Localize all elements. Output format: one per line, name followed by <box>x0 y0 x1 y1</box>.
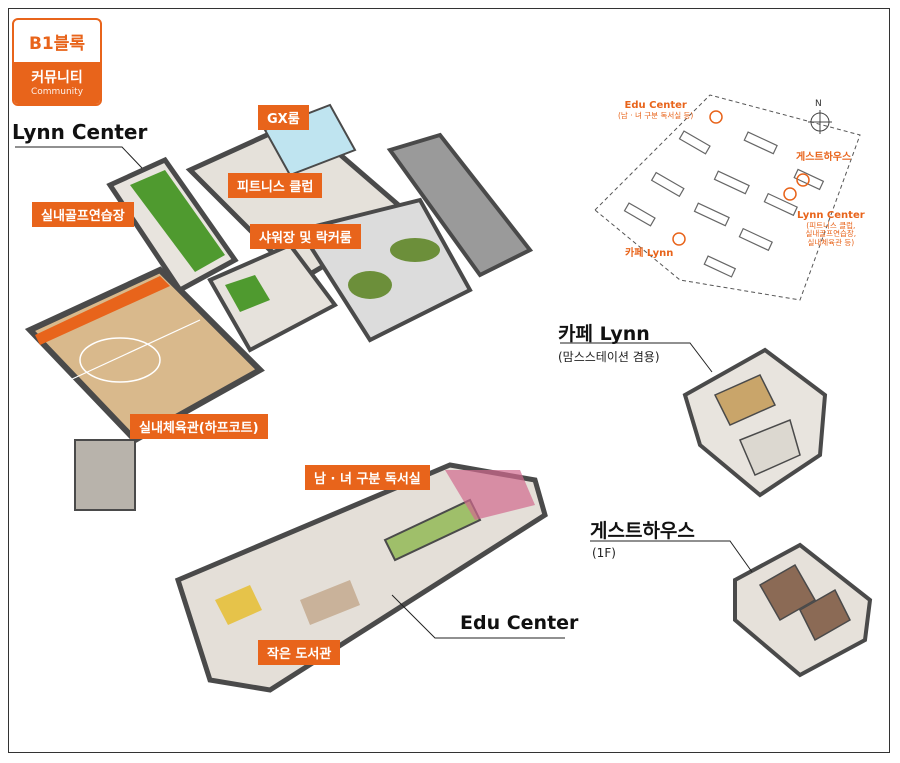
indoor-golf-label: 실내골프연습장 <box>32 202 134 227</box>
edu-center-title: Edu Center <box>460 612 579 634</box>
map-guesthouse-label: 게스트하우스 <box>796 152 852 163</box>
guesthouse-subtitle: (1F) <box>592 546 616 560</box>
map-lynn-center-note-3: 실내체육관 등) <box>807 237 855 247</box>
map-lynn-center: Lynn Center (피트니스 클럽, 실내골프연습장, 실내체육관 등) <box>797 210 865 247</box>
small-library-label: 작은 도서관 <box>258 640 341 665</box>
site-map <box>594 94 861 301</box>
guesthouse-building <box>733 542 873 678</box>
guesthouse-title: 게스트하우스 <box>590 520 695 542</box>
court-key <box>79 337 161 383</box>
badge-subtitle: Community <box>30 87 84 97</box>
study-room-pink <box>445 470 535 520</box>
map-lynn-center-note-2: 실내골프연습장, <box>805 229 857 239</box>
map-edu-center-note: (남 · 녀 구분 독서실 등) <box>618 110 694 120</box>
lynn-center-title: Lynn Center <box>12 120 148 144</box>
fitness-club-label: 피트니스 클럽 <box>228 173 323 198</box>
study-room-label: 남 · 녀 구분 독서실 <box>305 465 430 490</box>
study-desks <box>383 498 482 562</box>
badge-bottom: 커뮤니티 Community <box>14 62 100 104</box>
lounge-planter-2 <box>390 238 440 262</box>
map-cafe-label: 카페 Lynn <box>625 248 674 259</box>
edu-center-building <box>174 462 548 693</box>
lynn-center-building <box>24 103 534 511</box>
gym-wall-orange <box>35 276 170 345</box>
golf-green <box>130 170 225 272</box>
badge-title: 커뮤니티 <box>31 70 83 86</box>
lounge-planter-1 <box>348 271 392 299</box>
block-badge: B1블록 커뮤니티 Community <box>12 18 102 106</box>
map-lynn-center-label: Lynn Center <box>797 210 865 221</box>
indoor-gym-label: 실내체육관(하프코트) <box>130 414 268 439</box>
map-edu-center-label: Edu Center <box>624 100 687 111</box>
block-label: B1블록 <box>28 33 86 54</box>
gx-room-label: GX룸 <box>258 105 309 130</box>
shower-locker-label: 샤워장 및 락커룸 <box>250 224 361 249</box>
site-boundary <box>594 94 861 301</box>
cafe-lynn-subtitle: (맘스스테이션 겸용) <box>558 350 660 364</box>
map-edu-center: Edu Center (남 · 녀 구분 독서실 등) <box>618 100 693 120</box>
cafe-lynn-building <box>682 347 828 498</box>
map-lynn-center-note-1: (피트니스 클럽, <box>806 220 856 230</box>
cafe-lynn-title: 카페 Lynn <box>558 323 650 345</box>
map-north-label: N <box>815 99 822 109</box>
